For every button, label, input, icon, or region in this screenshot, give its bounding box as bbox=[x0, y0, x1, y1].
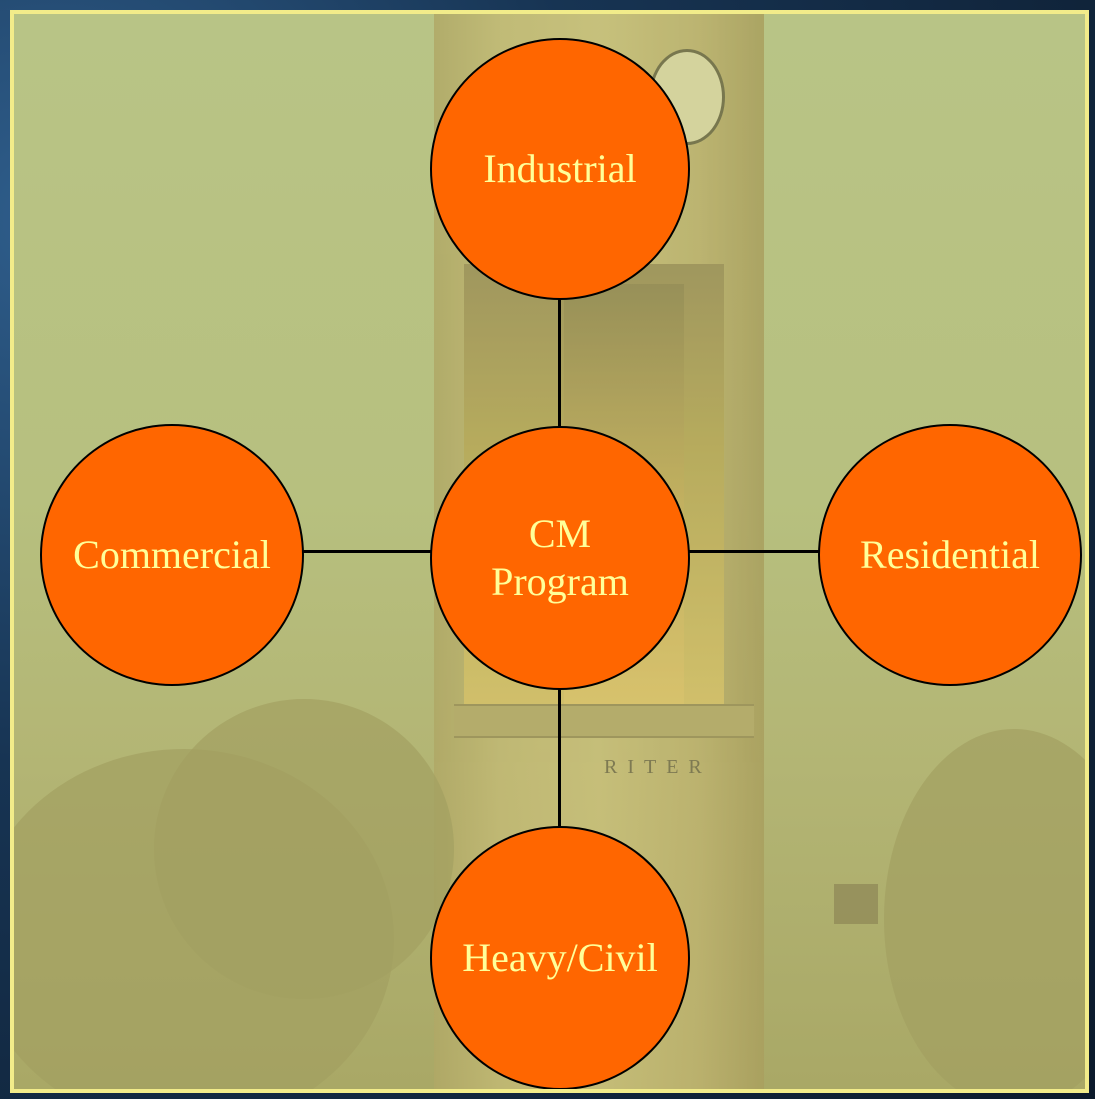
slide-panel: RITER CM Program Industrial Commercial R… bbox=[10, 10, 1089, 1093]
node-heavy-civil: Heavy/Civil bbox=[430, 826, 690, 1089]
tower-inscription: RITER bbox=[604, 756, 712, 778]
connector-bottom bbox=[558, 688, 561, 834]
node-industrial-label: Industrial bbox=[483, 146, 637, 191]
node-residential: Residential bbox=[818, 424, 1082, 686]
node-heavy-civil-label: Heavy/Civil bbox=[462, 935, 658, 980]
tower-inscription-band bbox=[454, 704, 754, 738]
trees-image bbox=[14, 689, 1085, 1089]
node-center-cm-program: CM Program bbox=[430, 426, 690, 690]
connector-right bbox=[688, 550, 822, 553]
node-commercial-label: Commercial bbox=[73, 532, 271, 577]
lamp-post-image bbox=[834, 884, 878, 924]
node-center-line1: CM bbox=[528, 511, 592, 556]
connector-top bbox=[558, 290, 561, 436]
connector-left bbox=[300, 550, 436, 553]
tree-right bbox=[884, 729, 1085, 1089]
node-industrial: Industrial bbox=[430, 38, 690, 300]
tree-left-top bbox=[154, 699, 454, 999]
node-center-line2: Program bbox=[491, 559, 629, 604]
node-commercial: Commercial bbox=[40, 424, 304, 686]
node-residential-label: Residential bbox=[860, 532, 1040, 577]
